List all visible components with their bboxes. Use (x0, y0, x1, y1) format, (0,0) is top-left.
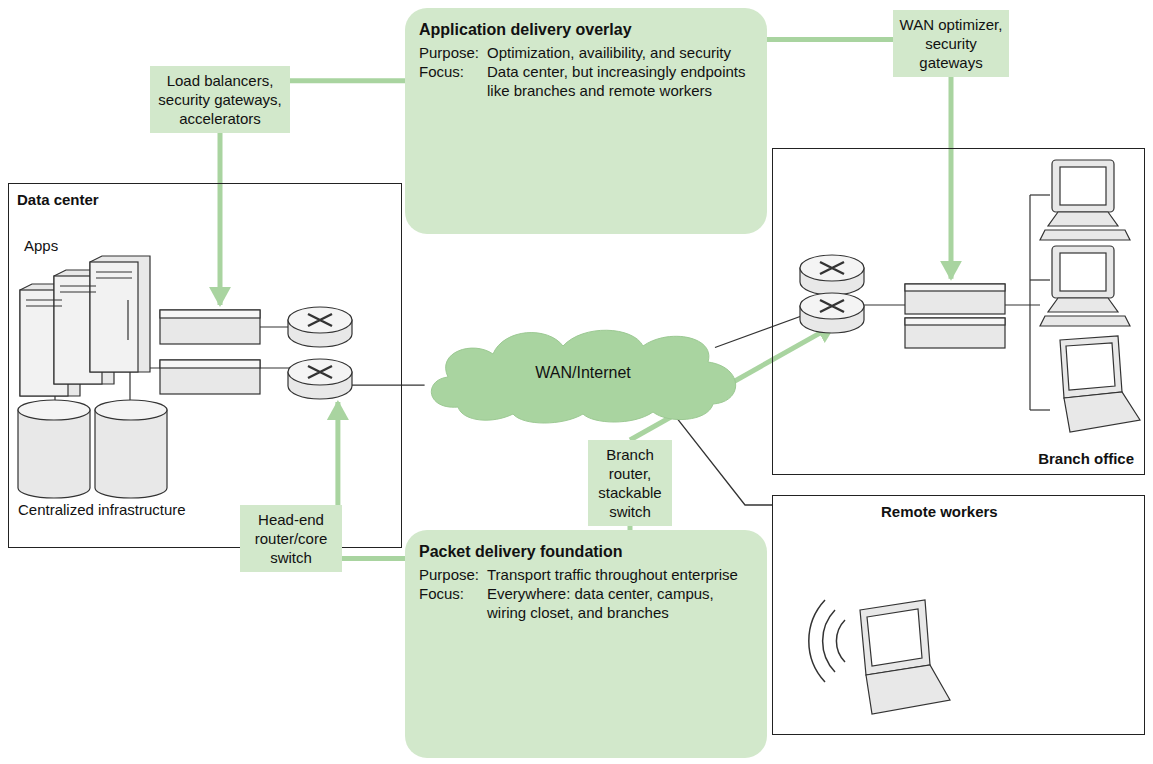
callout-text: Branch router, stackable switch (594, 445, 666, 521)
site-region: Data center (8, 183, 402, 548)
site-region: Branch office (772, 148, 1145, 475)
field-key: Purpose: (419, 565, 487, 584)
panel-row: Purpose:Optimization, availibility, and … (419, 43, 753, 62)
network-link (351, 385, 425, 386)
callout-arrow (767, 37, 893, 42)
field-value: Data center, but increasingly endpoints … (487, 62, 753, 100)
callout-arrow (342, 556, 405, 561)
site-region: Remote workers (772, 495, 1145, 735)
overlay-panel: Application delivery overlayPurpose:Opti… (405, 8, 767, 234)
callout-text: Head-end router/core switch (246, 510, 336, 567)
field-key: Focus: (419, 62, 487, 100)
region-heading: Data center (17, 190, 99, 209)
field-value: Transport traffic throughout enterprise (487, 565, 753, 584)
field-key: Purpose: (419, 43, 487, 62)
callout-text: WAN optimizer, security gateways (899, 15, 1003, 72)
region-label: Apps (24, 236, 104, 255)
callout-arrow (290, 78, 405, 83)
panel-heading: Packet delivery foundation (419, 542, 753, 561)
panel-row: Focus:Everywhere: data center, campus, w… (419, 584, 753, 622)
region-label: Centralized infrastructure (18, 500, 188, 519)
region-heading: Branch office (1038, 449, 1134, 468)
callout-arrow (949, 77, 954, 279)
callout-box: Branch router, stackable switch (588, 440, 672, 526)
network-cloud: WAN/Internet (418, 322, 748, 424)
field-value: Optimization, availibility, and security (487, 43, 753, 62)
callout-arrow (218, 133, 223, 305)
callout-text: Load balancers, security gateways, accel… (156, 71, 284, 128)
field-key: Focus: (419, 584, 487, 622)
callout-box: Load balancers, security gateways, accel… (150, 66, 290, 133)
callout-box: Head-end router/core switch (240, 505, 342, 572)
panel-row: Focus:Data center, but increasingly endp… (419, 62, 753, 100)
callout-arrow (335, 402, 340, 505)
callout-box: WAN optimizer, security gateways (893, 10, 1009, 77)
region-heading: Remote workers (881, 502, 998, 521)
panel-row: Purpose:Transport traffic throughout ent… (419, 565, 753, 584)
cloud-label: WAN/Internet (418, 364, 748, 382)
field-value: Everywhere: data center, campus, wiring … (487, 584, 753, 622)
foundation-panel: Packet delivery foundationPurpose:Transp… (405, 530, 767, 758)
panel-heading: Application delivery overlay (419, 20, 753, 39)
